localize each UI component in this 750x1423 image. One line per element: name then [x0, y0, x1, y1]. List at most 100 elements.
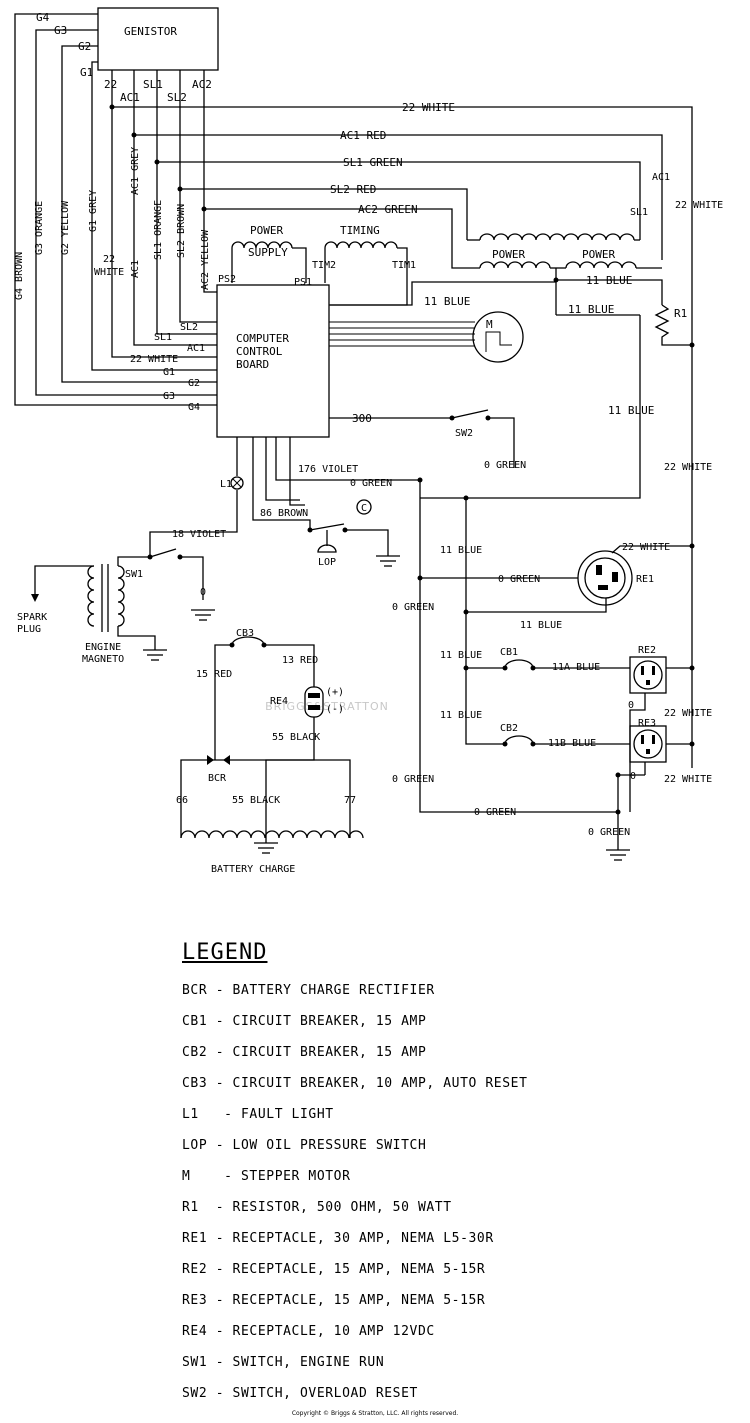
wire-label: G4 [36, 11, 50, 24]
legend: LEGEND BCR - BATTERY CHARGE RECTIFIER CB… [182, 940, 722, 1409]
wire-label: AC2 GREEN [358, 203, 418, 216]
wire-label: AC1 RED [340, 129, 386, 142]
wire-label: AC1 [130, 260, 141, 278]
wire-label: 11 BLUE [586, 274, 632, 287]
legend-item: RE3 - RECEPTACLE, 15 AMP, NEMA 5-15R [182, 1293, 486, 1308]
wire-label: SL1 GREEN [343, 156, 403, 169]
wire-label: RE3 [638, 718, 656, 729]
wire-label: TIM1 [392, 260, 416, 271]
wire-label: BCR [208, 773, 227, 784]
wire-label: 22 WHITE [675, 200, 723, 211]
wire-label: G1 [80, 66, 93, 79]
legend-item: CB3 - CIRCUIT BREAKER, 10 AMP, AUTO RESE… [182, 1076, 528, 1091]
wire-label: PS2 [218, 274, 236, 285]
wire-label: RE2 [638, 645, 656, 656]
wire-label: SW2 [455, 428, 473, 439]
wire-label: SL1 [143, 78, 163, 91]
wire-label: CB3 [236, 628, 254, 639]
wire-label: G4 BROWN [14, 252, 25, 300]
battery-charge-circuit: CB3 15 RED 13 RED (+) (-) RE4 55 BLACK 5… [176, 628, 364, 875]
wire-label: BOARD [236, 358, 269, 371]
wire-label: 0 [630, 771, 636, 782]
legend-item: LOP - LOW OIL PRESSURE SWITCH [182, 1138, 427, 1153]
wire-label: C [361, 503, 367, 514]
wire-label: AC1 [652, 172, 670, 183]
wire-label: 55 BLACK [272, 732, 320, 743]
wire-label: CB2 [500, 723, 518, 734]
wire-label: 22 [104, 78, 117, 91]
wire-label: MAGNETO [82, 654, 124, 665]
wire-label: AC1 [187, 343, 205, 354]
wire-label: 0 GREEN [498, 574, 540, 585]
ccb-lower-outputs: L1 176 VIOLET 0 GREEN C 86 BROWN LOP 18 … [149, 437, 423, 568]
genistor: GENISTOR [97, 7, 219, 71]
wire-label: 86 BROWN [260, 508, 308, 519]
wire-label: 0 [628, 700, 634, 711]
wire-label: LOP [318, 557, 336, 568]
wire-label: PS1 [294, 277, 312, 288]
wire-label: 0 GREEN [474, 807, 516, 818]
legend-item: BCR - BATTERY CHARGE RECTIFIER [182, 983, 435, 998]
wire-label: 18 VIOLET [172, 529, 226, 540]
power-supply-coil: POWER SUPPLY PS2 PS1 [218, 224, 312, 288]
legend-item: RE4 - RECEPTACLE, 10 AMP 12VDC [182, 1324, 435, 1339]
wire-label: 77 [344, 795, 356, 806]
legend-item: M - STEPPER MOTOR [182, 1169, 351, 1184]
legend-item: CB1 - CIRCUIT BREAKER, 15 AMP [182, 1014, 427, 1029]
engine-magneto: SPARK PLUG ENGINE MAGNETO [17, 564, 167, 665]
wire-label: 13 RED [282, 655, 318, 666]
wire-label: POWER [250, 224, 283, 237]
wire-label: 11B BLUE [548, 738, 596, 749]
wire-label: 11A BLUE [552, 662, 600, 673]
wire-label: ENGINE [85, 642, 121, 653]
wire-label: 0 GREEN [392, 602, 434, 613]
wire-label: 300 [352, 412, 372, 425]
engine-run-switch-sw1: 0 SW1 [117, 548, 215, 621]
wire-label: 11 BLUE [424, 295, 470, 308]
wire-label: 176 VIOLET [298, 464, 358, 475]
wire-label: 11 BLUE [608, 404, 654, 417]
wire-label: 22 WHITE [664, 774, 712, 785]
legend-item: RE1 - RECEPTACLE, 30 AMP, NEMA L5-30R [182, 1231, 494, 1246]
wiring-diagram: GENISTOR G4 G3 G2 G1 22 AC1 SL1 SL2 AC2 … [14, 7, 723, 875]
wire-label: AC2 YELLOW [200, 229, 211, 290]
legend-title: LEGEND [182, 940, 268, 965]
wire-label: G1 GREY [88, 190, 99, 232]
wire-label: CONTROL [236, 345, 283, 358]
wire-label: R1 [674, 307, 687, 320]
wire-label: SL2 BROWN [176, 204, 187, 258]
wire-label: SL2 [167, 91, 187, 104]
computer-control-board: COMPUTER CONTROL BOARD 11 BLUE [216, 281, 556, 438]
wire-label: G2 [188, 378, 200, 389]
wire-label: TIMING [340, 224, 380, 237]
stepper-motor: M [472, 311, 524, 363]
wire-label: 0 [200, 587, 206, 598]
wire-label: 22 WHITE [664, 708, 712, 719]
wire-label: G3 [54, 24, 67, 37]
wire-label: SL1 [154, 332, 172, 343]
wire-label: G2 YELLOW [60, 200, 71, 255]
timing-coil: TIMING TIM2 TIM1 [312, 224, 416, 306]
wire-label: 11 BLUE [568, 303, 614, 316]
copyright-notice: Copyright © Briggs & Stratton, LLC. All … [291, 1410, 459, 1417]
wire-label: (-) [326, 704, 344, 715]
wire-label: COMPUTER [236, 332, 289, 345]
wire-label: 55 BLACK [232, 795, 280, 806]
wire-label: 11 BLUE [440, 710, 482, 721]
wire-label: SL1 [630, 207, 648, 218]
wire-label: POWER [582, 248, 615, 261]
wire-label: WHITE [94, 267, 124, 278]
legend-item: SW1 - SWITCH, ENGINE RUN [182, 1355, 385, 1370]
wire-label: G3 ORANGE [34, 201, 45, 255]
wire-label: SL2 RED [330, 183, 376, 196]
power-windings: POWER POWER 11 BLUE 11 BLUE 11 BLUE [420, 233, 663, 499]
genistor-label: GENISTOR [124, 25, 177, 38]
wire-label: 0 GREEN [392, 774, 434, 785]
wire-label: RE1 [636, 574, 654, 585]
wire-label: AC1 GREY [130, 147, 141, 195]
wire-label: 22 WHITE [664, 462, 712, 473]
wire-label: G3 [163, 391, 175, 402]
wire-label: SL1 ORANGE [153, 200, 164, 260]
overload-switch-sw2: 300 SW2 0 GREEN [329, 409, 526, 471]
wire-label: M [486, 318, 493, 331]
